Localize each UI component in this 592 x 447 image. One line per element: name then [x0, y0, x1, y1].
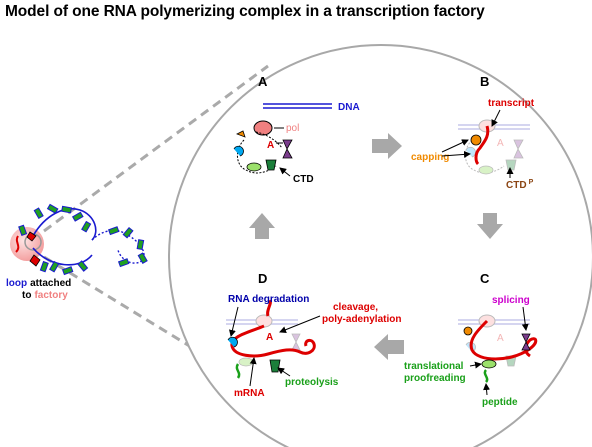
polyadenylation-label: poly-adenylation: [322, 314, 401, 325]
panel-a: A DNA pol A CTD: [233, 74, 360, 185]
panel-a-rna-letter: A: [267, 140, 274, 151]
cycle-arrows: [249, 133, 503, 360]
panel-d-rna-letter: A: [266, 332, 273, 343]
pol-shape: [253, 120, 273, 136]
cap-shape: [470, 134, 482, 146]
svg-text:A: A: [497, 333, 504, 344]
factory-sphere: [10, 227, 44, 261]
arrow-c-to-d: [374, 334, 404, 360]
splicing-label: splicing: [492, 295, 530, 306]
figure-title: Model of one RNA polymerizing complex in…: [5, 3, 485, 20]
panel-c-letter: C: [480, 271, 490, 286]
panel-a-letter: A: [258, 74, 268, 89]
magnification-circle: [168, 44, 592, 447]
svg-text:A: A: [497, 138, 504, 149]
arrow-b-to-c: [477, 213, 503, 239]
peptide-label: peptide: [482, 397, 518, 408]
panel-c: C A splicing translational proofreading …: [404, 271, 538, 408]
transcript-label: transcript: [488, 98, 535, 109]
capping-label: capping: [411, 152, 449, 163]
rna-degradation-label: RNA degradation: [228, 294, 309, 305]
dna-label: DNA: [338, 102, 360, 113]
cleavage-label: cleavage,: [333, 302, 378, 313]
arrow-d-to-a: [249, 213, 275, 239]
panel-b-letter: B: [480, 74, 489, 89]
pol-label: pol: [286, 123, 299, 134]
proteolysis-label: proteolysis: [285, 377, 339, 388]
arrow-a-to-b: [372, 133, 402, 159]
mrna-label: mRNA: [234, 388, 265, 399]
panel-d-letter: D: [258, 271, 267, 286]
factory-loop-illustration: [10, 203, 148, 276]
panel-d: D A RNA degradation cleavage, poly-adeny…: [226, 271, 401, 399]
translational-label: translational: [404, 361, 464, 372]
ctd-label: CTD: [293, 174, 314, 185]
proofreading-label: proofreading: [404, 373, 466, 384]
